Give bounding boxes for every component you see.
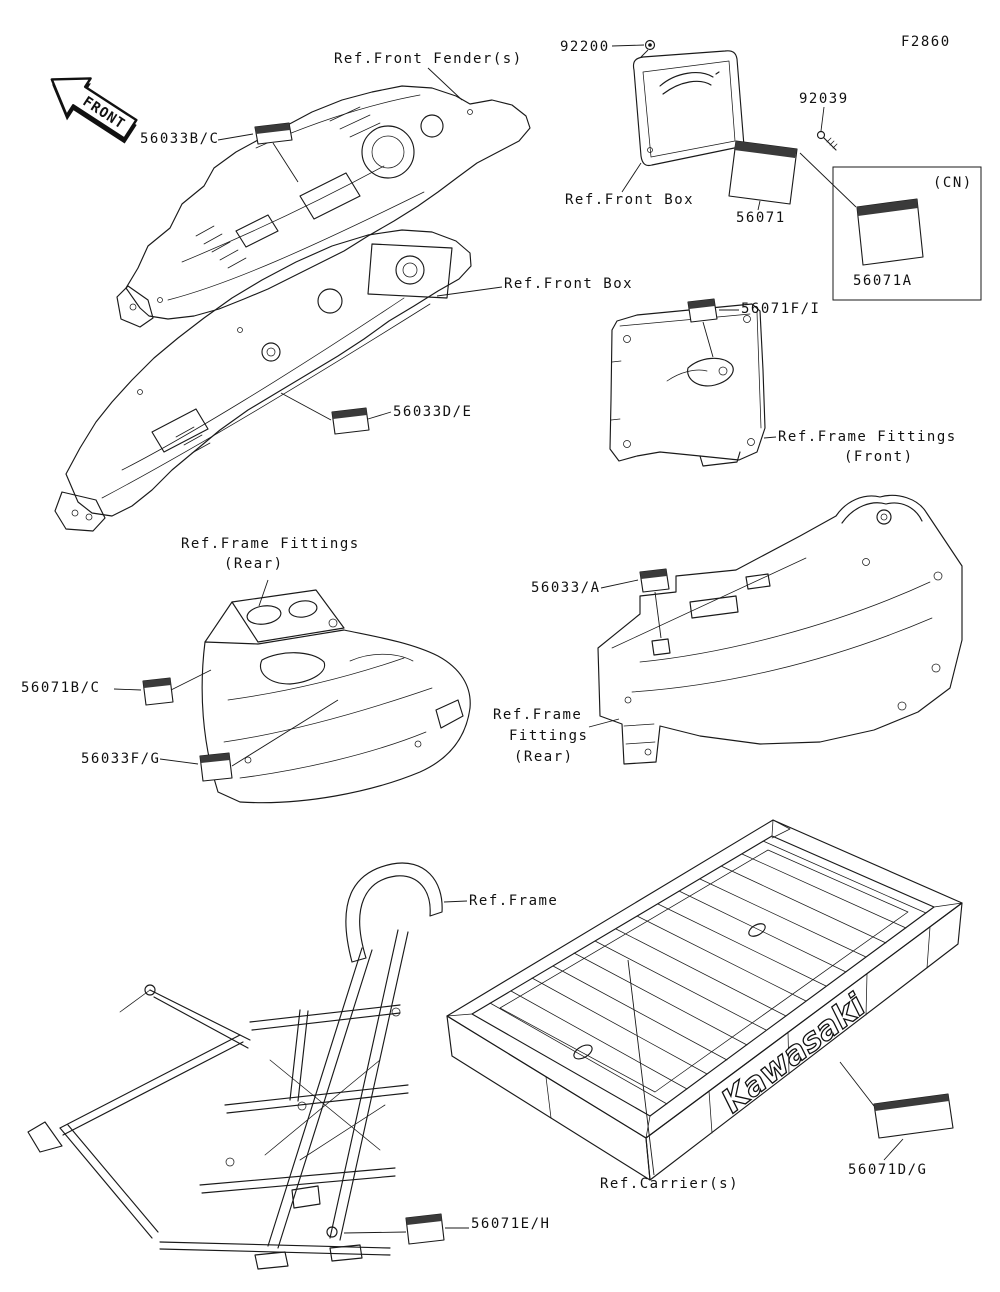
decal-56033de bbox=[331, 407, 370, 435]
part-56071fi-label: 56071F/I bbox=[741, 301, 821, 317]
part-92200-label: 92200 bbox=[560, 39, 610, 55]
frame-fittings-rear-console-drawing bbox=[201, 589, 471, 804]
ref-front-box-lower-label: Ref.Front Box bbox=[504, 276, 634, 292]
label-plate-56071 bbox=[728, 140, 798, 205]
decal-56071eh bbox=[405, 1213, 445, 1245]
frame-fittings-rear-panel-drawing bbox=[597, 494, 963, 765]
part-56033bc-label: 56033B/C bbox=[140, 131, 220, 147]
ref-frame-fittings-rear-left-label-line1: Ref.Frame Fittings bbox=[181, 536, 360, 552]
part-56033fg-label: 56033F/G bbox=[81, 751, 161, 767]
decal-56071bc bbox=[142, 677, 174, 706]
ref-frame-fittings-rear-right-label-line1: Ref.Frame bbox=[493, 707, 583, 723]
frame-drawing bbox=[27, 862, 443, 1270]
part-56071bc-label: 56071B/C bbox=[21, 680, 101, 696]
part-56071a-label: 56071A bbox=[853, 273, 913, 289]
part-56033de-label: 56033D/E bbox=[393, 404, 473, 420]
ref-frame-fittings-rear-right-label-line2: Fittings bbox=[509, 728, 589, 744]
front-box-drawing bbox=[54, 229, 472, 532]
ref-frame-fittings-rear-left-label-line2: (Rear) bbox=[224, 556, 284, 572]
screw-92200-graphic bbox=[640, 39, 656, 58]
decal-56033fg bbox=[199, 752, 233, 782]
cn-marker-label: (CN) bbox=[933, 175, 973, 191]
front-box-logo-graphic bbox=[659, 71, 720, 95]
ref-frame-label: Ref.Frame bbox=[469, 893, 559, 909]
part-56033a-label: 56033/A bbox=[531, 580, 601, 596]
decal-56033bc bbox=[254, 122, 293, 145]
ref-frame-fittings-front-label-line2: (Front) bbox=[844, 449, 914, 465]
part-56071eh-label: 56071E/H bbox=[471, 1216, 551, 1232]
front-fender-drawing bbox=[116, 85, 531, 328]
ref-front-box-upper-label: Ref.Front Box bbox=[565, 192, 695, 208]
ref-carrier-label: Ref.Carrier(s) bbox=[600, 1176, 740, 1192]
front-direction-arrow: FRONT bbox=[50, 77, 138, 144]
figure-code: F2860 bbox=[901, 34, 951, 50]
screw-92039-graphic bbox=[816, 130, 838, 151]
ref-frame-fittings-front-label-line1: Ref.Frame Fittings bbox=[778, 429, 957, 445]
ref-frame-fittings-rear-right-label-line3: (Rear) bbox=[514, 749, 574, 765]
part-92039-label: 92039 bbox=[799, 91, 849, 107]
decal-56033a bbox=[639, 568, 670, 593]
part-56071-label: 56071 bbox=[736, 210, 786, 226]
part-56071dg-label: 56071D/G bbox=[848, 1162, 928, 1178]
frame-fittings-front-drawing bbox=[609, 303, 766, 467]
ref-front-fender-label: Ref.Front Fender(s) bbox=[334, 51, 523, 67]
front-box-panel-drawing bbox=[632, 50, 745, 167]
decal-56071fi bbox=[687, 298, 718, 323]
leader-lines bbox=[113, 44, 904, 1234]
cn-variant-box bbox=[832, 166, 982, 301]
carrier-brand-text: Kawasaki bbox=[714, 986, 873, 1121]
label-plate-56071dg bbox=[873, 1093, 954, 1139]
